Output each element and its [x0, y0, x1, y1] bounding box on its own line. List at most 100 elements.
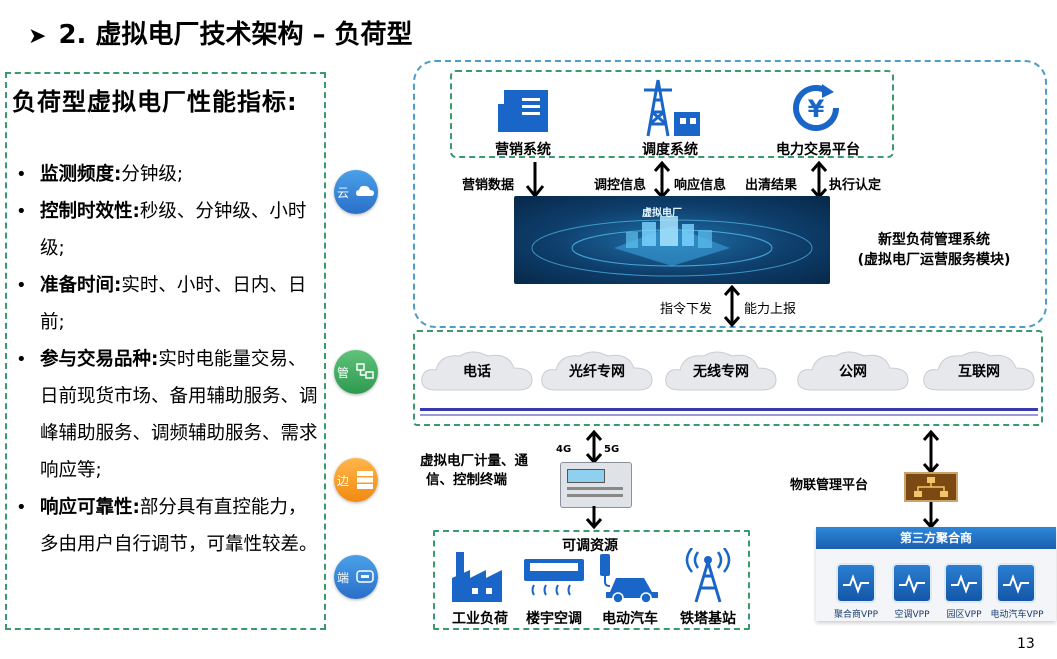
bullet-icon: •	[16, 497, 27, 518]
metric-key: 监测频度:	[40, 164, 122, 185]
bullet-icon: •	[16, 201, 27, 222]
metrics-heading: 负荷型虚拟电厂性能指标:	[12, 88, 298, 116]
network-label: 光纤专网	[569, 364, 625, 380]
network-bus-line	[420, 408, 1038, 411]
metric-value: 分钟级;	[121, 164, 184, 185]
bidirectional-arrow-icon	[653, 160, 671, 200]
metrics-list: • 监测频度:分钟级; • 控制时效性:秒级、分钟级、小时级; • 准备时间:实时、小…	[14, 156, 322, 563]
iot-platform-icon	[904, 472, 958, 502]
cloud-layer-frame	[413, 60, 1047, 328]
metric-item: • 控制时效性:秒级、分钟级、小时级;	[14, 193, 322, 267]
metric-key: 控制时效性:	[40, 201, 140, 222]
down-arrow-icon	[922, 502, 940, 530]
cloud-shape-icon	[541, 351, 653, 391]
layer-badge-edge: 边	[334, 458, 378, 502]
network-label: 电话	[463, 364, 491, 380]
platform-title: 新型负荷管理系统 (虚拟电厂运营服务模块)	[848, 230, 1020, 270]
bidirectional-arrow-icon	[585, 430, 603, 464]
flow-label: 出清结果	[745, 178, 798, 193]
terminal-device-icon	[560, 462, 632, 508]
flow-label: 指令下发	[660, 302, 713, 317]
resource-label: 电动汽车	[602, 611, 658, 627]
hierarchy-icon	[914, 477, 948, 497]
platform-banner: 虚拟电厂	[642, 208, 682, 219]
network-label: 互联网	[958, 364, 1000, 380]
metric-key: 响应可靠性:	[40, 497, 140, 518]
resource-label: 楼宇空调	[526, 611, 582, 627]
layer-badge-cloud: 云	[334, 170, 378, 214]
pulse-icon	[998, 565, 1034, 601]
vpp-label: 园区VPP	[946, 610, 982, 620]
bidirectional-arrow-icon	[810, 160, 828, 200]
svg-text:¥: ¥	[808, 95, 825, 123]
factory-icon	[452, 552, 502, 602]
layer-label: 边	[337, 474, 350, 488]
resources-title: 可调资源	[562, 538, 618, 554]
dispatch-tower-icon	[644, 79, 700, 137]
page-number: 13	[1017, 636, 1035, 652]
platform-title-line1: 新型负荷管理系统	[878, 232, 990, 248]
pulse-icon	[894, 565, 930, 601]
air-conditioner-icon	[524, 559, 584, 596]
bullet-icon: •	[16, 275, 27, 296]
vpp-platform-image: 虚拟电厂	[514, 196, 830, 284]
cloud-icon	[356, 185, 374, 196]
down-arrow-icon	[525, 162, 545, 199]
title-text: 2. 虚拟电厂技术架构 – 负荷型	[58, 20, 413, 50]
metric-item: • 监测频度:分钟级;	[14, 156, 322, 193]
network-label: 公网	[839, 364, 867, 380]
vpp-label: 聚合商VPP	[833, 610, 878, 620]
vpp-label: 电动汽车VPP	[990, 610, 1044, 620]
network-cloud: 无线专网	[662, 346, 780, 396]
device-icon	[356, 570, 374, 583]
page-title: ➤ 2. 虚拟电厂技术架构 – 负荷型	[28, 14, 413, 51]
cloud-shape-icon	[421, 351, 533, 391]
system-label: 电力交易平台	[776, 142, 860, 158]
system-label: 营销系统	[495, 142, 551, 158]
bidirectional-arrow-icon	[922, 430, 940, 474]
pipe-layer-frame	[413, 330, 1043, 426]
terminal-label-line1: 虚拟电厂计量、通	[420, 453, 528, 469]
arrow-bullet-icon: ➤	[28, 24, 47, 49]
resources-group	[433, 530, 750, 630]
network-cloud: 互联网	[920, 346, 1038, 396]
network-label: 无线专网	[693, 364, 749, 380]
network-cloud: 电话	[418, 346, 536, 396]
trading-platform-icon: ¥	[793, 84, 839, 131]
terminal-slot	[567, 494, 623, 497]
layer-label: 云	[337, 186, 350, 200]
city-platform-illustration	[531, 216, 813, 277]
network-cloud: 光纤专网	[538, 346, 656, 396]
metric-item: •参与交易品种:实时电能量交易、日前现货市场、备用辅助服务、调峰辅助服务、调频辅…	[14, 341, 322, 489]
pulse-icon	[946, 565, 982, 601]
network-bus-line	[420, 414, 1038, 416]
metric-value: 实时、小时、日内、日前;	[40, 275, 307, 333]
metric-key: 参与交易品种:	[40, 349, 159, 370]
down-arrow-icon	[585, 506, 603, 530]
metrics-panel	[5, 72, 326, 630]
flow-label: 响应信息	[674, 178, 727, 193]
cloud-shape-icon	[797, 351, 909, 391]
layer-badge-pipe: 管	[334, 350, 378, 394]
metric-item: • 响应可靠性:部分具有直控能力，多由用户自行调节，可靠性较差。	[14, 489, 322, 563]
badge-5g: 5G	[604, 444, 620, 455]
badge-4g: 4G	[556, 444, 572, 455]
metric-value: 部分具有直控能力，多由用户自行调节，可靠性较差。	[40, 497, 318, 555]
layer-label: 端	[337, 571, 350, 585]
network-icon	[356, 363, 374, 379]
flow-label: 能力上报	[744, 302, 797, 317]
terminal-slot	[567, 487, 623, 490]
electric-car-icon	[600, 554, 658, 604]
metric-value: 秒级、分钟级、小时级;	[40, 201, 307, 259]
flow-label: 营销数据	[462, 178, 515, 193]
bullet-icon: •	[16, 164, 27, 185]
metric-value: 实时电能量交易、日前现货市场、备用辅助服务、调峰辅助服务、调频辅助服务、需求响应…	[40, 349, 318, 481]
metric-key: 准备时间:	[40, 275, 122, 296]
cloud-shape-icon	[923, 351, 1035, 391]
network-cloud: 公网	[794, 346, 912, 396]
cloud-shape-icon	[665, 351, 777, 391]
resource-label: 工业负荷	[452, 611, 508, 627]
signal-tower-icon	[685, 548, 731, 603]
flow-label: 调控信息	[594, 178, 647, 193]
system-label: 调度系统	[642, 142, 698, 158]
